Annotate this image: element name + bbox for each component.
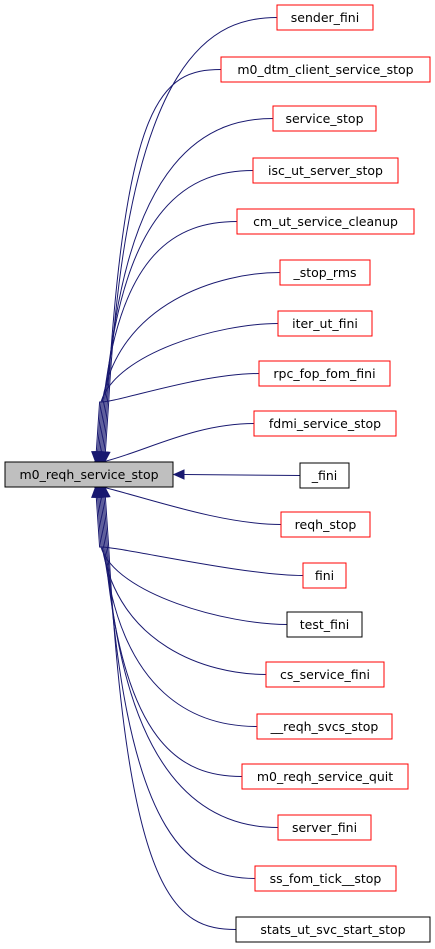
- caller-node-reqh-stop[interactable]: reqh_stop: [280, 511, 371, 538]
- caller-node-box: [220, 56, 431, 83]
- caller-node-label: server_fini: [292, 820, 357, 835]
- caller-node-m0-reqh-service-quit[interactable]: m0_reqh_service_quit: [241, 763, 409, 790]
- caller-node-box: [302, 562, 347, 589]
- caller-node-stop-rms[interactable]: _stop_rms: [279, 259, 371, 286]
- caller-node-rpc-fop-fom-fini[interactable]: rpc_fop_fom_fini: [258, 360, 391, 387]
- caller-node-label: iter_ut_fini: [292, 316, 358, 331]
- caller-node-label: isc_ut_server_stop: [268, 163, 383, 178]
- edge-service-stop: [101, 118, 274, 463]
- caller-node-box: [258, 360, 391, 387]
- caller-node-label: service_stop: [285, 111, 363, 126]
- caller-node-label: __reqh_svcs_stop: [270, 719, 379, 734]
- edge-fini: [183, 474, 301, 476]
- caller-node-service-stop[interactable]: service_stop: [272, 105, 377, 132]
- root-node[interactable]: m0_reqh_service_stop: [4, 461, 174, 488]
- root-node-label: m0_reqh_service_stop: [19, 467, 158, 482]
- caller-node-stats-ut-svc-start-stop[interactable]: stats_ut_svc_start_stop: [235, 916, 431, 943]
- caller-node-label: stats_ut_svc_start_stop: [260, 922, 405, 937]
- edge-cm-ut-service-cleanup: [99, 221, 238, 463]
- caller-node-reqh-svcs-stop[interactable]: __reqh_svcs_stop: [256, 713, 393, 740]
- caller-node-label: _stop_rms: [292, 265, 356, 280]
- edge-m0-reqh-service-quit: [100, 486, 243, 777]
- caller-node-label: reqh_stop: [295, 517, 357, 532]
- caller-node-label: sender_fini: [291, 10, 359, 25]
- edge-m0-dtm-client-service-stop: [102, 69, 222, 463]
- caller-node-box: [265, 661, 385, 688]
- caller-node-box: [279, 259, 371, 286]
- caller-node-box: [241, 763, 409, 790]
- edge-sender-fini: [104, 17, 278, 463]
- caller-node-label: fdmi_service_stop: [269, 416, 381, 431]
- caller-node-label: _fini: [311, 468, 338, 483]
- caller-node-fdmi-service-stop[interactable]: fdmi_service_stop: [253, 410, 397, 437]
- edge-fini: [95, 486, 304, 576]
- caller-node-iter-ut-fini[interactable]: iter_ut_fini: [277, 310, 373, 337]
- caller-node-label: cs_service_fini: [280, 667, 370, 682]
- caller-node-label: m0_reqh_service_quit: [257, 769, 393, 784]
- caller-node-cs-service-fini[interactable]: cs_service_fini: [265, 661, 385, 688]
- caller-node-box: [277, 310, 373, 337]
- edges-layer: [91, 17, 304, 930]
- caller-node-label: m0_dtm_client_service_stop: [237, 62, 413, 77]
- caller-node-box: [235, 916, 431, 943]
- caller-node-isc-ut-server-stop[interactable]: isc_ut_server_stop: [252, 157, 399, 184]
- root-node-box: [4, 461, 174, 488]
- caller-node-label: fini: [315, 568, 334, 583]
- edge-reqh-stop: [102, 486, 282, 525]
- arrowhead-stats-ut-svc-start-stop: [100, 485, 111, 498]
- edge-fdmi-service-stop: [102, 423, 255, 463]
- caller-node-test-fini[interactable]: test_fini: [286, 611, 363, 638]
- caller-node-fini[interactable]: fini: [302, 562, 347, 589]
- caller-node-label: cm_ut_service_cleanup: [253, 214, 398, 229]
- caller-node-box: [256, 713, 393, 740]
- caller-nodes-layer: sender_fini m0_dtm_client_service_stopser…: [220, 4, 431, 943]
- caller-node-label: test_fini: [300, 617, 350, 632]
- arrowhead-fini: [172, 469, 185, 480]
- caller-node-box: [299, 462, 350, 489]
- caller-node-sender-fini[interactable]: sender_fini: [276, 4, 374, 31]
- caller-node-ss-fom-tick-stop[interactable]: ss_fom_tick__stop: [254, 865, 397, 892]
- caller-node-box: [277, 814, 372, 841]
- caller-node-box: [286, 611, 363, 638]
- caller-node-fini[interactable]: _fini: [299, 462, 350, 489]
- edge-cs-service-fini: [97, 486, 267, 675]
- caller-node-cm-ut-service-cleanup[interactable]: cm_ut_service_cleanup: [236, 208, 415, 235]
- edge-stats-ut-svc-start-stop: [104, 486, 237, 930]
- caller-node-box: [236, 208, 415, 235]
- caller-node-box: [254, 865, 397, 892]
- caller-node-label: ss_fom_tick__stop: [270, 871, 382, 886]
- caller-node-box: [272, 105, 377, 132]
- edge-test-fini: [96, 486, 288, 625]
- caller-node-server-fini[interactable]: server_fini: [277, 814, 372, 841]
- caller-node-box: [252, 157, 399, 184]
- caller-node-m0-dtm-client-service-stop[interactable]: m0_dtm_client_service_stop: [220, 56, 431, 83]
- caller-node-box: [276, 4, 374, 31]
- caller-node-box: [253, 410, 397, 437]
- edge-stop-rms: [97, 272, 281, 463]
- arrowhead-rpc-fop-fom-fini: [91, 451, 102, 464]
- caller-node-box: [280, 511, 371, 538]
- edge-rpc-fop-fom-fini: [95, 373, 260, 463]
- edge-iter-ut-fini: [96, 323, 279, 463]
- caller-node-label: rpc_fop_fom_fini: [273, 366, 375, 381]
- edge-isc-ut-server-stop: [100, 170, 254, 463]
